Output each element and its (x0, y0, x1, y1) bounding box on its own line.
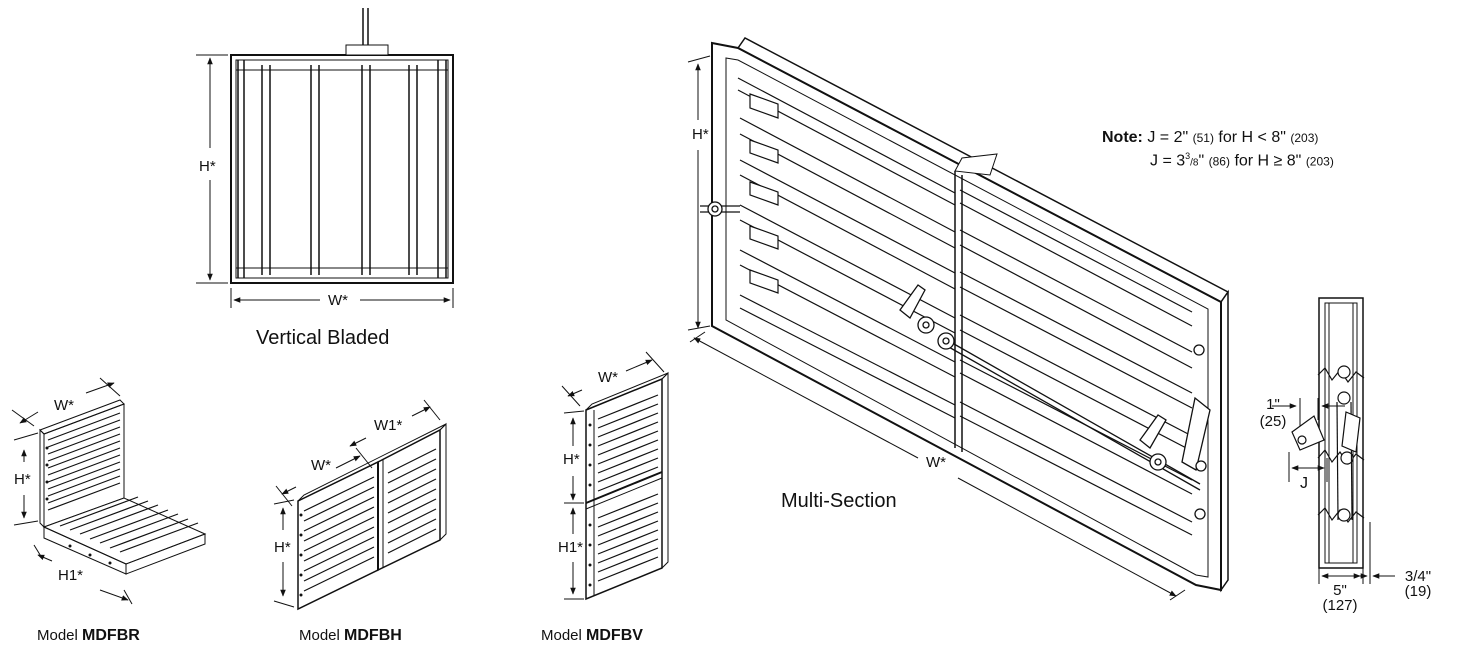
dim-3-4-inch: 3/4" (19) (1398, 569, 1438, 599)
mdfbv-model-prefix: Model (541, 627, 582, 644)
mdfbv-h1-label: H1* (558, 539, 584, 556)
dim-1-inch-value: 1" (1266, 396, 1280, 413)
note-j-small-mm: (51) (1192, 131, 1214, 145)
note-j-frac-den: /8 (1190, 157, 1199, 169)
dim-3-4-inch-value: 3/4" (1404, 568, 1432, 585)
note-h-large-mm: (203) (1305, 154, 1334, 169)
dim-5-inch-value: 5" (1333, 582, 1347, 599)
mdfbh-model-name: MDFBH (344, 627, 402, 644)
dim-3-4-inch-mm: (19) (1404, 583, 1432, 600)
mdfbv-w-label: W* (598, 369, 618, 386)
mdfbr-model-caption: Model MDFBR (37, 628, 140, 644)
mdfbh-model-caption: Model MDFBH (299, 628, 402, 644)
mdfbr-model-name: MDFBR (82, 627, 140, 644)
mdfbh-model-prefix: Model (299, 627, 340, 644)
note-h-large: for H ≥ 8" (1234, 152, 1302, 170)
vertical-height-label: H* (199, 158, 216, 175)
note-j-large-mm: (86) (1208, 154, 1230, 169)
dim-1-inch-mm: (25) (1259, 413, 1287, 430)
note-j-inch: " (1198, 152, 1205, 170)
vertical-bladed-caption: Vertical Bladed (256, 327, 390, 349)
multi-section-caption: Multi-Section (781, 490, 897, 512)
dim-j-label: J (1300, 475, 1308, 492)
note-line-2: J = 33/8" (86) for H ≥ 8" (203) (1150, 147, 1334, 172)
dim-5-inch: 5" (127) (1318, 583, 1362, 613)
note-h-small: for H < 8" (1218, 129, 1286, 146)
mdfbr-damper (11, 377, 207, 605)
note-j-large: J = 3 (1150, 152, 1186, 170)
mdfbh-damper (273, 399, 447, 611)
vertical-bladed-damper (196, 8, 454, 308)
vertical-width-label: W* (328, 292, 348, 309)
mdfbr-w-label: W* (54, 397, 74, 414)
dim-5-inch-mm: (127) (1322, 597, 1358, 614)
mdfbv-model-name: MDFBV (586, 627, 643, 644)
note-j-frac-num: 3 (1185, 151, 1191, 161)
mdfbr-h-label: H* (14, 471, 31, 488)
multi-width-label: W* (926, 454, 946, 471)
note-line-1: Note: J = 2" (51) for H < 8" (203) (1102, 128, 1318, 148)
note-label: Note: (1102, 129, 1143, 146)
mdfbh-h-label: H* (274, 539, 291, 556)
mdfbh-w1-label: W1* (374, 417, 403, 434)
mdfbh-w-label: W* (311, 457, 331, 474)
note-j-small: J = 2" (1147, 129, 1189, 146)
mdfbr-h1-label: H1* (58, 567, 84, 584)
mdfbr-model-prefix: Model (37, 627, 78, 644)
side-section-view (1272, 297, 1395, 584)
mdfbv-h-label: H* (563, 451, 580, 468)
mdfbv-damper (561, 351, 669, 601)
dim-1-inch: 1" (25) (1258, 396, 1288, 430)
multi-height-label: H* (692, 126, 709, 143)
mdfbv-model-caption: Model MDFBV (541, 628, 643, 644)
multi-section-damper (687, 37, 1230, 601)
note-h-small-mm: (203) (1290, 131, 1319, 145)
